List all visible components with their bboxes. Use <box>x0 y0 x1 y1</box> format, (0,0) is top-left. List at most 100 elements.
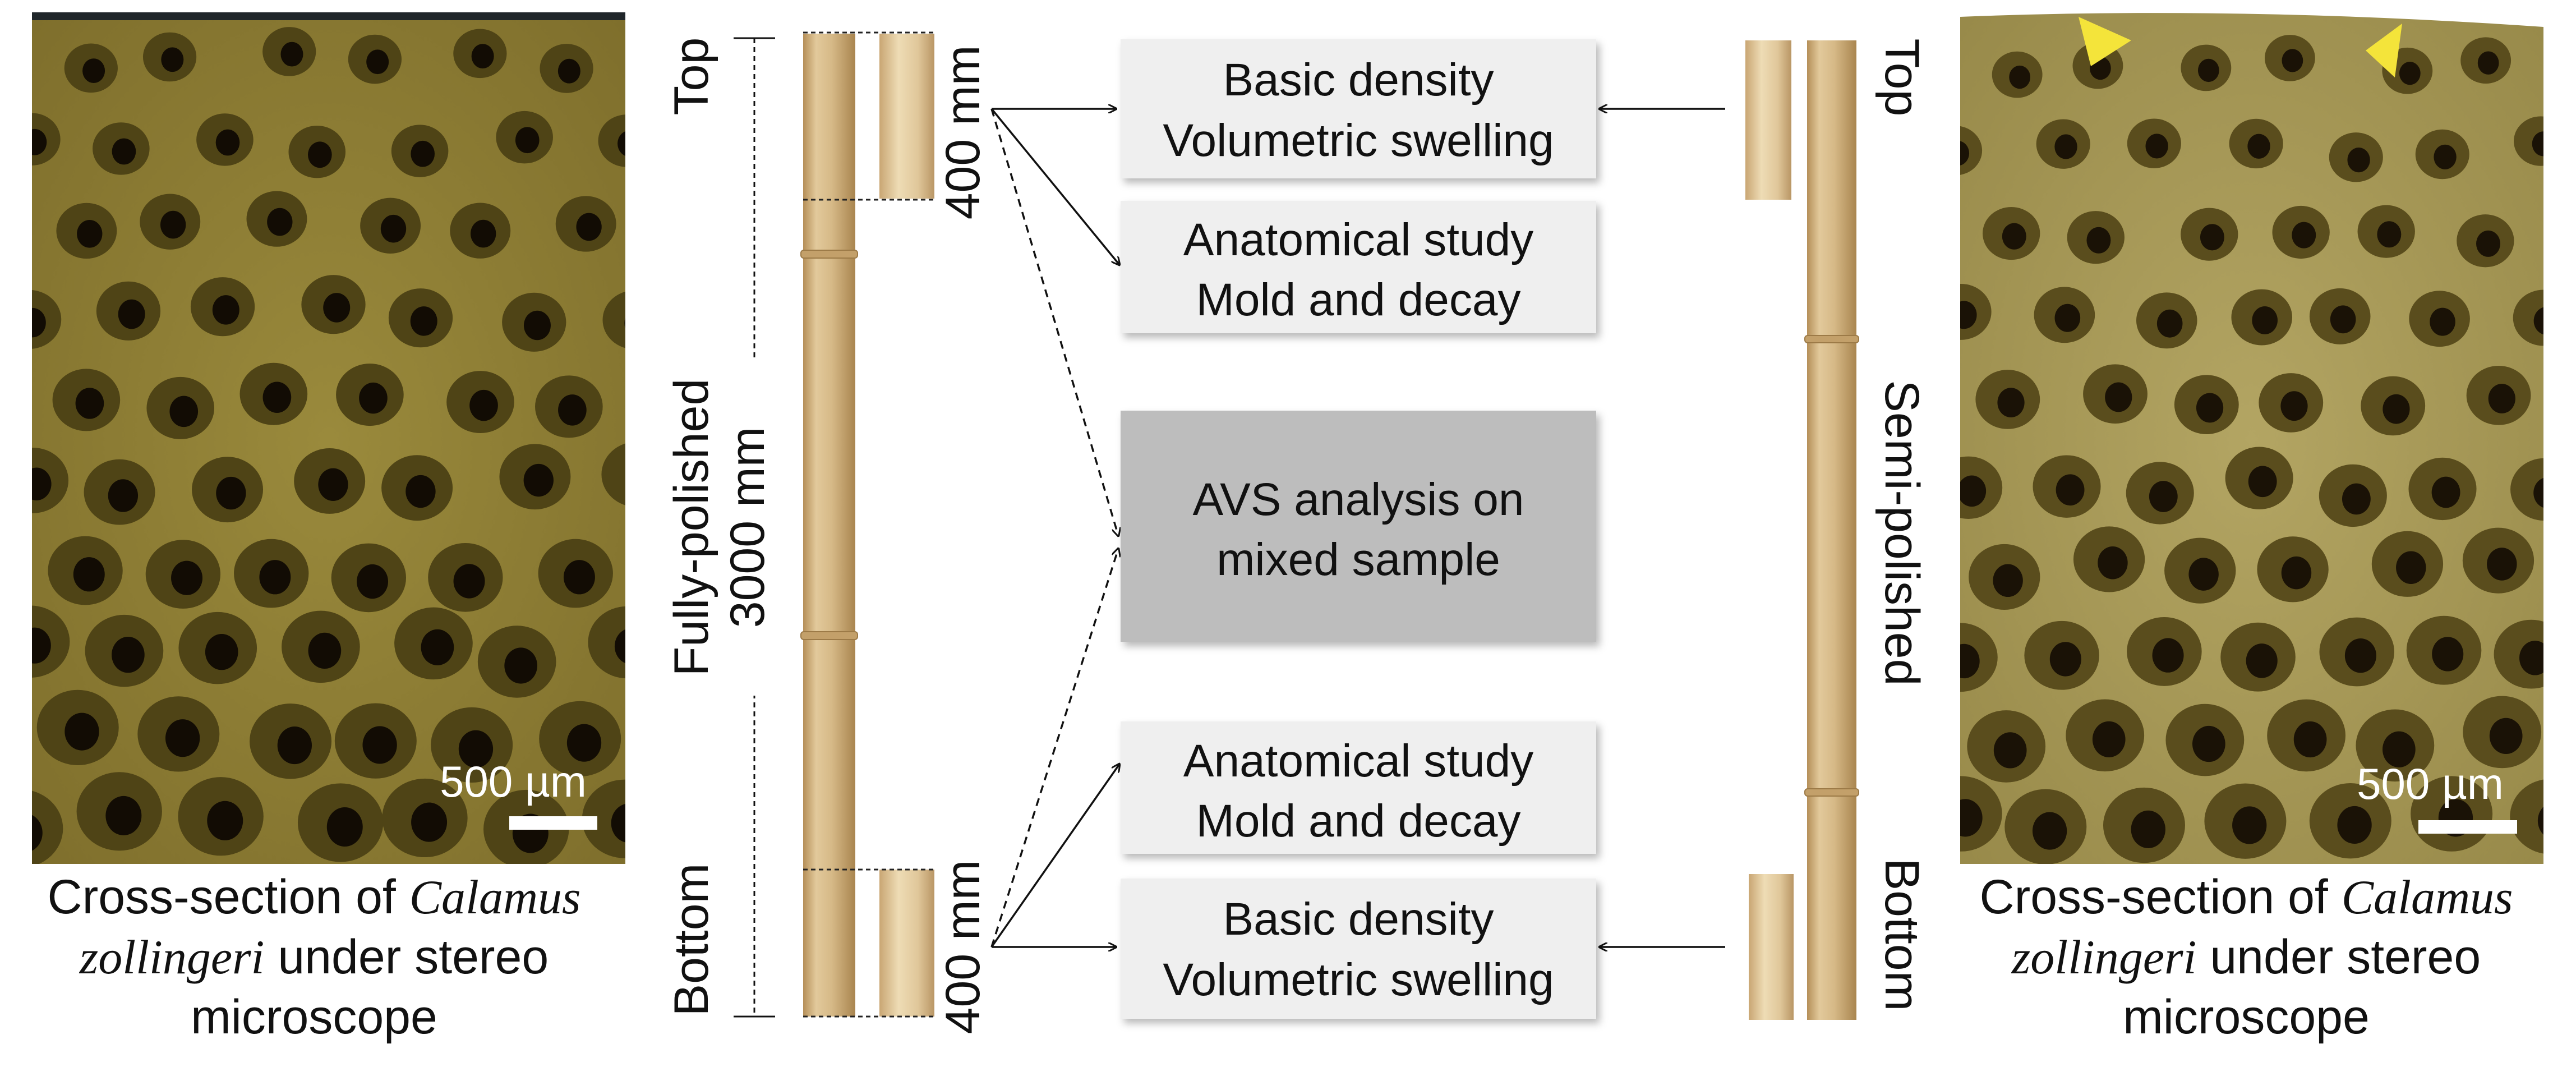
vessel-pore <box>2246 643 2278 678</box>
vessel-pore <box>359 382 388 414</box>
vessel-pore <box>2399 62 2421 85</box>
fully-polished-name-label: Fully-polished <box>665 379 718 677</box>
semi-bottom-sample-piece <box>1749 874 1794 1020</box>
box-avs-line2: mixed sample <box>1216 534 1500 585</box>
vessel-pore <box>617 131 625 156</box>
box-bottom-anatomy-line1: Anatomical study <box>1183 735 1533 787</box>
vessel-pore <box>2292 222 2316 249</box>
vessel-pore <box>471 44 494 69</box>
arrow-bottom-to-anatomy <box>990 764 1119 948</box>
vessel-pore <box>2337 806 2372 844</box>
semi-polished-cane: Top Semi-polished Bottom <box>1745 39 1929 1020</box>
vascular-bundle <box>2510 779 2543 854</box>
vessel-pore <box>2533 477 2543 509</box>
vessel-pore <box>2192 725 2225 762</box>
vessel-pore <box>1960 475 1987 507</box>
full-cane-stem <box>803 34 855 1017</box>
vessel-pore <box>1993 564 2023 597</box>
vessel-pore <box>523 310 551 341</box>
vessel-pore <box>73 557 105 592</box>
vessel-pore <box>2105 382 2132 412</box>
left-caption-species: zollingeri <box>79 930 265 984</box>
vessel-pore <box>2377 221 2402 248</box>
vessel-pore <box>2431 476 2460 508</box>
vessel-pore <box>2009 65 2031 89</box>
vessel-pore <box>557 58 580 84</box>
vessel-pore <box>2098 546 2128 580</box>
vessel-pore <box>2342 483 2371 515</box>
vessel-pore <box>2344 638 2376 673</box>
vessel-pore <box>1960 799 1983 837</box>
vessel-pore <box>469 389 498 421</box>
vessel-pore <box>1993 732 2027 769</box>
vessel-pore <box>380 214 407 243</box>
right-scale-bar <box>2418 820 2517 834</box>
top-sample-piece <box>879 34 934 199</box>
left-scale-bar <box>509 816 597 830</box>
vessel-pore <box>2196 393 2224 423</box>
vessel-pore <box>32 307 46 338</box>
box-bottom-density-bg <box>1121 879 1596 1019</box>
semi-polished-arrows <box>1600 109 1725 947</box>
vessel-pore <box>308 632 342 669</box>
vessel-pore <box>2252 306 2278 334</box>
vessel-pore <box>558 394 587 426</box>
box-top-density-bg <box>1121 39 1596 178</box>
marker-triangle-left <box>2079 17 2131 66</box>
vessel-pore <box>504 647 537 684</box>
vessel-pore <box>362 726 397 764</box>
vessel-pore <box>626 462 656 494</box>
vascular-bundle <box>1960 126 1983 176</box>
arrow-top-to-avs <box>990 108 1118 536</box>
left-caption-prefix: Cross-section of <box>47 870 409 924</box>
vessel-pore <box>471 219 496 248</box>
vessel-pore <box>2434 144 2457 169</box>
vessel-pore <box>161 47 184 72</box>
box-top-anatomy: Anatomical study Mold and decay <box>1121 201 1596 333</box>
vessel-pore <box>2488 384 2515 413</box>
semi-polished-top-label: Top <box>1875 39 1929 117</box>
right-vascular-bundles <box>1960 35 2576 865</box>
vessel-pore <box>2476 230 2500 257</box>
vessel-pore <box>212 295 239 325</box>
box-top-density-line2: Volumetric swelling <box>1163 115 1554 166</box>
vessel-pore <box>421 629 454 665</box>
vascular-bundle <box>602 291 625 348</box>
vessel-pore <box>32 815 43 851</box>
vessel-pore <box>2396 551 2426 584</box>
right-caption-line3: microscope <box>2123 990 2370 1044</box>
left-vascular-bundles <box>32 27 656 864</box>
box-avs: AVS analysis on mixed sample <box>1121 411 1596 642</box>
vessel-pore <box>2156 309 2183 338</box>
vascular-bundle <box>2510 458 2543 521</box>
vessel-pore <box>2330 305 2356 334</box>
vessel-pore <box>411 140 435 167</box>
left-caption-suffix: under stereo <box>264 930 549 984</box>
fully-polished-length-label: 3000 mm <box>721 427 775 628</box>
vessel-pore <box>2347 148 2370 173</box>
vessel-pore <box>411 802 448 842</box>
left-micrograph-top-edge <box>32 12 625 20</box>
box-bottom-density: Basic density Volumetric swelling <box>1121 879 1596 1019</box>
vessel-pore <box>2383 394 2410 424</box>
vessel-pore <box>2489 718 2523 755</box>
vessel-pore <box>2032 812 2067 850</box>
box-top-anatomy-line2: Mold and decay <box>1196 274 1521 325</box>
vessel-pore <box>566 724 602 762</box>
vascular-bundle <box>2573 197 2576 250</box>
vascular-bundle <box>2559 48 2576 95</box>
vessel-pore <box>405 475 436 508</box>
vessel-pore <box>2188 558 2219 591</box>
fully-polished-top-label: Top <box>665 38 718 116</box>
semi-top-sample-piece <box>1745 40 1791 200</box>
fully-polished-bottom-label: Bottom <box>665 863 718 1016</box>
vessel-pore <box>112 637 145 673</box>
right-caption: Cross-section of Calamus zollingeri unde… <box>1979 870 2513 1044</box>
vessel-pore <box>326 807 363 847</box>
vascular-bundle <box>598 114 625 167</box>
vessel-pore <box>2282 49 2303 72</box>
vessel-pore <box>77 219 103 248</box>
vessel-pore <box>2430 307 2455 336</box>
vessel-pore <box>82 58 105 84</box>
svg-text:zollingeri under stereo: zollingeri under stereo <box>2011 930 2481 984</box>
